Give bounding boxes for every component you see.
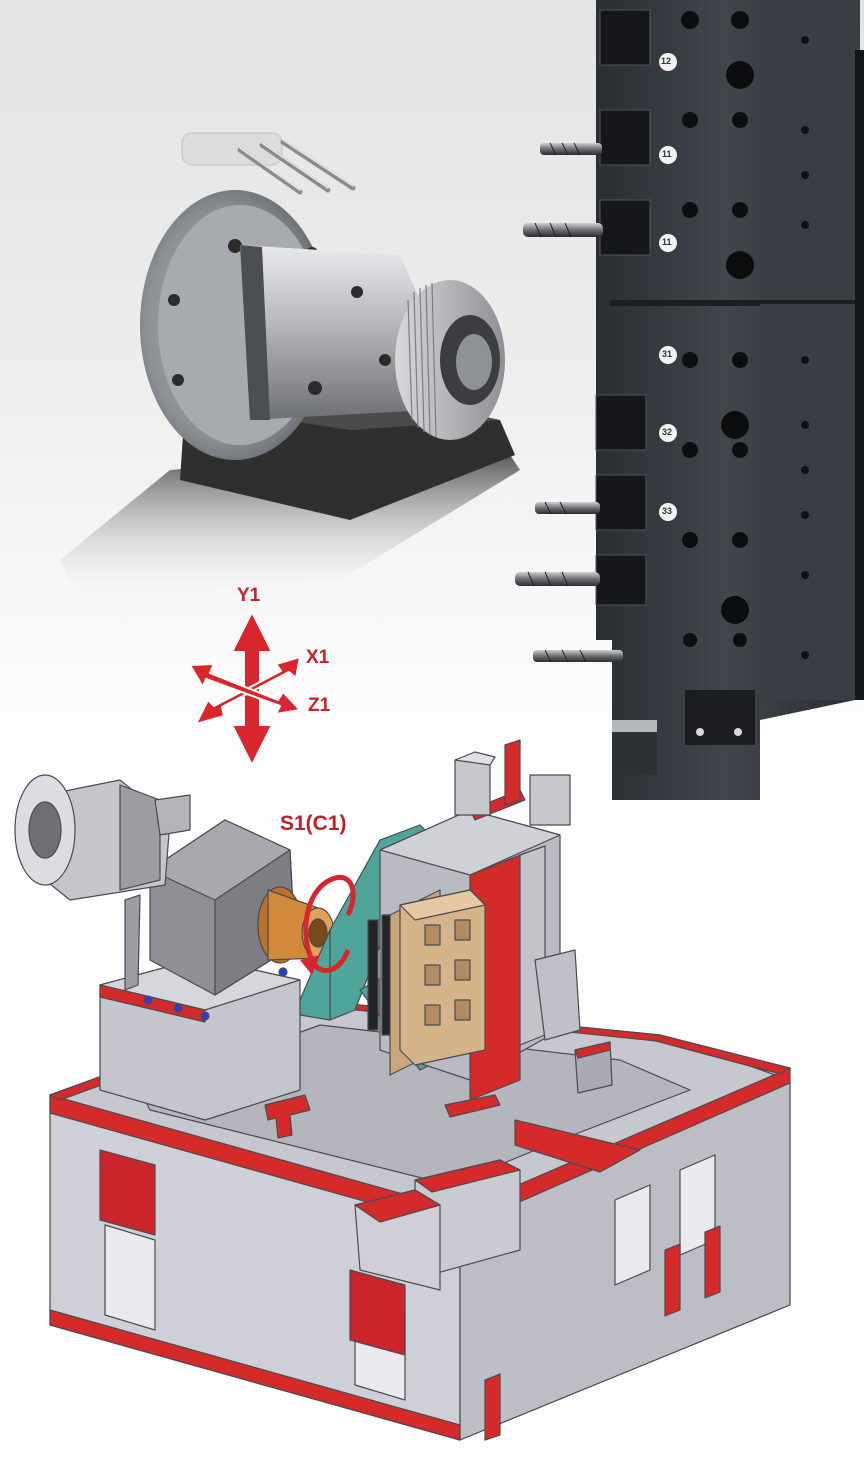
rotation-arrow-icon <box>300 875 356 975</box>
chuck-body <box>240 245 430 420</box>
x-axis-label: X1 <box>306 647 330 668</box>
station-number-5: 32 <box>662 427 673 437</box>
station-number-3: 11 <box>662 237 672 247</box>
station-number-2: 11 <box>662 149 672 159</box>
spindle-label: S1(C1) <box>280 812 347 835</box>
station-number-4: 31 <box>662 349 673 359</box>
station-number-6: 33 <box>662 506 673 516</box>
station-number-1: 12 <box>661 56 672 66</box>
drill-tool-icon <box>515 143 623 662</box>
z-axis-label: Z1 <box>308 695 331 716</box>
collet-holder-bar <box>181 132 283 166</box>
z-axis-arrow <box>189 663 301 715</box>
y-axis-label: Y1 <box>237 585 261 606</box>
tool-block-side <box>760 0 860 700</box>
